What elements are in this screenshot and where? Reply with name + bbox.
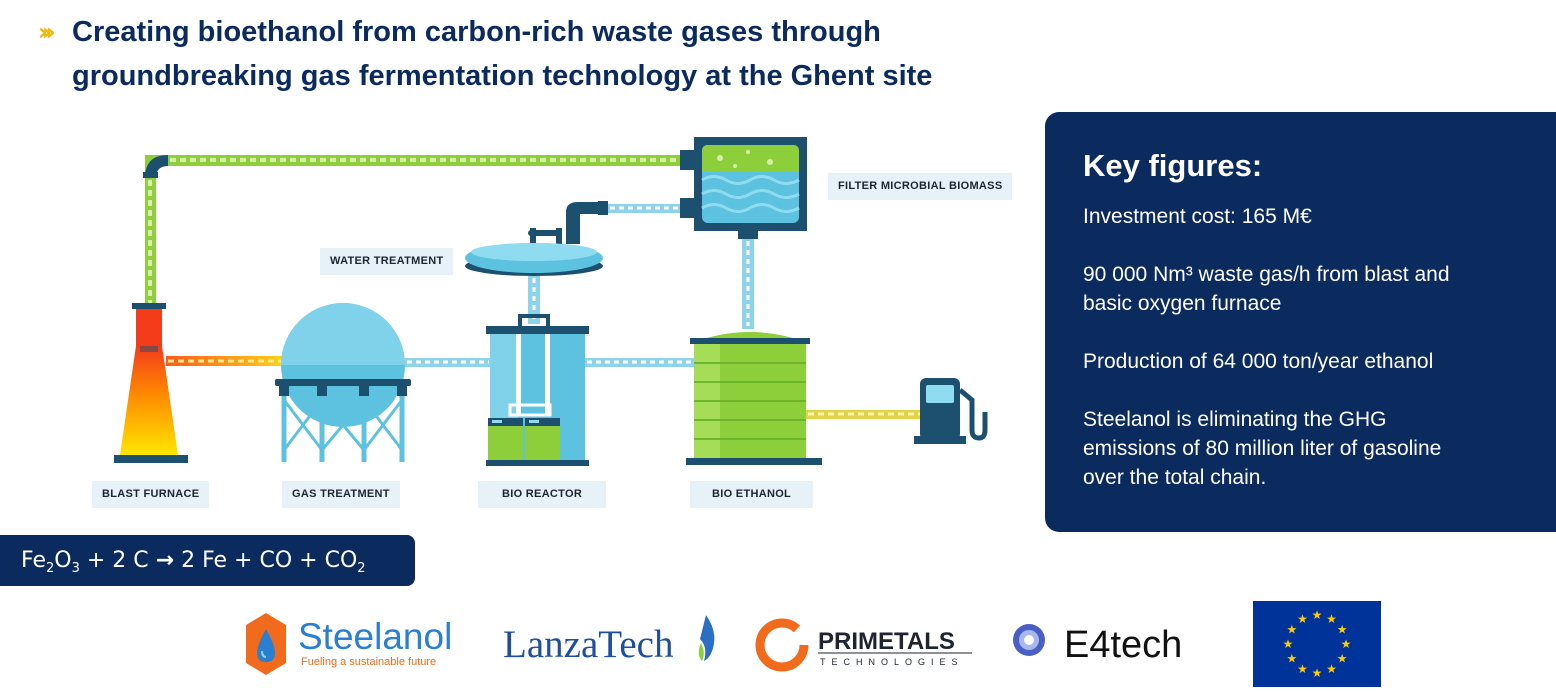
primetals-subtitle: TECHNOLOGIES bbox=[820, 657, 964, 667]
formula-sub-2: 2 bbox=[46, 561, 55, 576]
waste-gas-line-2: basic oxygen furnace bbox=[1083, 292, 1282, 315]
ghg-line-1: Steelanol is eliminating the GHG bbox=[1083, 408, 1387, 431]
blue-recycle-pipe bbox=[566, 198, 694, 244]
title-line-2: groundbreaking gas fermentation technolo… bbox=[72, 60, 933, 92]
primetals-ring-icon bbox=[755, 618, 809, 672]
eu-star-icon: ★ bbox=[1337, 623, 1348, 637]
green-gas-pipe bbox=[143, 150, 694, 310]
eu-star-icon: ★ bbox=[1326, 612, 1337, 626]
ghg-line-2: emissions of 80 million liter of gasolin… bbox=[1083, 437, 1442, 460]
label-bio-ethanol: BIO ETHANOL bbox=[690, 481, 814, 508]
lanzatech-logo: LanzaTech bbox=[503, 615, 715, 666]
blast-furnace-icon bbox=[114, 303, 188, 463]
eu-star-icon: ★ bbox=[1283, 637, 1294, 651]
primetals-logo: PRIMETALS TECHNOLOGIES bbox=[755, 618, 972, 672]
investment-text: Investment cost: 165 M€ bbox=[1083, 205, 1312, 228]
primetals-name: PRIMETALS bbox=[818, 628, 955, 655]
key-figure-investment: Investment cost: 165 M€ bbox=[1083, 202, 1536, 231]
arrow-right-icon: → bbox=[155, 548, 175, 573]
production-text: Production of 64 000 ton/year ethanol bbox=[1083, 350, 1434, 373]
e4tech-logo: E4tech bbox=[1013, 624, 1182, 666]
key-figures-panel: Key figures: Investment cost: 165 M€ 90 … bbox=[1045, 112, 1556, 532]
key-figure-production: Production of 64 000 ton/year ethanol bbox=[1083, 347, 1536, 376]
formula-sub-co2: 2 bbox=[357, 561, 366, 576]
title-line-1: Creating bioethanol from carbon-rich was… bbox=[72, 16, 881, 48]
bio-ethanol-tank-icon bbox=[686, 332, 822, 465]
eu-star-icon: ★ bbox=[1297, 662, 1308, 676]
eu-flag-icon: ★★★★★★★★★★★★ bbox=[1253, 601, 1381, 687]
label-blast-furnace: BLAST FURNACE bbox=[92, 481, 210, 508]
eu-star-icon: ★ bbox=[1341, 637, 1352, 651]
label-bio-reactor: BIO REACTOR bbox=[478, 481, 607, 508]
ghg-line-3: over the total chain. bbox=[1083, 466, 1267, 489]
waste-gas-line-1: 90 000 Nm³ waste gas/h from blast and bbox=[1083, 263, 1450, 286]
ethanol-pipe bbox=[806, 410, 922, 419]
water-treatment-tank-icon bbox=[465, 228, 603, 324]
eu-star-icon: ★ bbox=[1287, 652, 1298, 666]
steelanol-logo: Steelanol Fueling a sustainable future bbox=[246, 613, 452, 675]
chevron-bullet-icon: ››› bbox=[38, 18, 56, 46]
page-title: Creating bioethanol from carbon-rich was… bbox=[72, 10, 1032, 98]
eu-star-icon: ★ bbox=[1297, 612, 1308, 626]
eu-star-icon: ★ bbox=[1312, 666, 1323, 680]
label-filter-microbial-biomass: FILTER MICROBIAL BIOMASS bbox=[828, 173, 1013, 200]
hot-gas-pipe bbox=[166, 356, 284, 366]
steelanol-tagline: Fueling a sustainable future bbox=[301, 656, 436, 668]
formula-sub-3: 3 bbox=[71, 561, 80, 576]
formula-o: O bbox=[54, 548, 72, 573]
formula-fe: Fe bbox=[21, 548, 46, 573]
eu-star-icon: ★ bbox=[1337, 652, 1348, 666]
fuel-pump-icon bbox=[914, 378, 988, 444]
treated-gas-pipe bbox=[405, 358, 491, 367]
steelanol-name: Steelanol bbox=[298, 616, 452, 657]
chemical-formula: Fe2O3 + 2 C → 2 Fe + CO + CO2 bbox=[0, 535, 415, 586]
broth-pipe bbox=[585, 358, 695, 367]
e4tech-name: E4tech bbox=[1064, 624, 1182, 666]
gas-treatment-sphere-icon bbox=[275, 303, 411, 462]
eu-star-icon: ★ bbox=[1287, 623, 1298, 637]
label-gas-treatment: GAS TREATMENT bbox=[282, 481, 400, 508]
key-figure-waste-gas: 90 000 Nm³ waste gas/h from blast and bas… bbox=[1083, 260, 1536, 318]
key-figures-heading: Key figures: bbox=[1083, 148, 1263, 183]
lanzatech-name: LanzaTech bbox=[503, 623, 673, 666]
eu-star-icon: ★ bbox=[1326, 662, 1337, 676]
process-diagram bbox=[114, 137, 988, 466]
lanzatech-flame-icon bbox=[700, 615, 715, 661]
formula-plus-2c: + 2 C bbox=[79, 548, 156, 573]
partner-logos: Steelanol Fueling a sustainable future L… bbox=[246, 601, 1381, 687]
key-figure-ghg: Steelanol is eliminating the GHG emission… bbox=[1083, 405, 1536, 492]
bio-reactor-tank-icon bbox=[486, 314, 589, 466]
formula-rhs: 2 Fe + CO + CO bbox=[174, 548, 358, 573]
label-water-treatment: WATER TREATMENT bbox=[320, 248, 454, 275]
eu-star-icon: ★ bbox=[1312, 608, 1323, 622]
filter-biomass-unit-icon bbox=[694, 137, 807, 329]
eu-stars: ★★★★★★★★★★★★ bbox=[1283, 608, 1352, 680]
